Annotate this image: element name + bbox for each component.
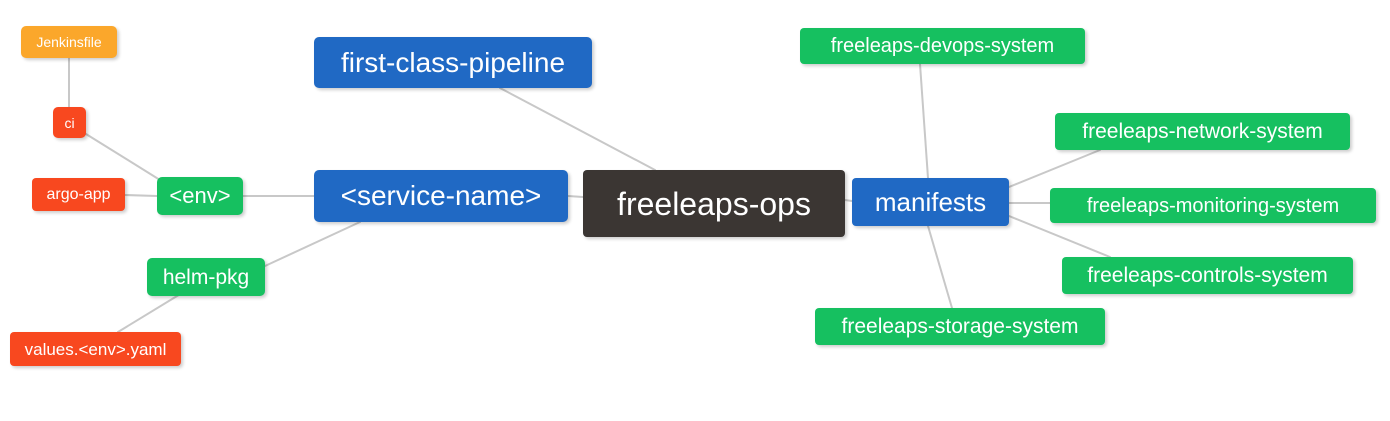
edge-manifests-storage	[927, 225, 953, 309]
edge-ci-env	[85, 133, 161, 181]
edge-argoapp-env	[124, 194, 158, 197]
node-label-manifests: manifests	[874, 187, 987, 217]
node-label-freeleaps-storage-system: freeleaps-storage-system	[841, 315, 1079, 338]
node-label-env: <env>	[169, 183, 231, 208]
node-jenkinsfile[interactable]: Jenkinsfile	[21, 26, 117, 58]
node-manifests[interactable]: manifests	[852, 178, 1009, 226]
node-freeleaps-controls-system[interactable]: freeleaps-controls-system	[1062, 257, 1353, 294]
edge-servicename-ops	[567, 195, 584, 198]
node-label-service-name: <service-name>	[340, 180, 542, 211]
edge-manifests-network	[1008, 149, 1101, 188]
node-argo-app[interactable]: argo-app	[32, 178, 125, 211]
node-label-ci: ci	[64, 114, 75, 131]
node-label-freeleaps-monitoring-system: freeleaps-monitoring-system	[1086, 194, 1340, 217]
node-label-jenkinsfile: Jenkinsfile	[36, 34, 102, 50]
node-label-freeleaps-devops-system: freeleaps-devops-system	[830, 35, 1055, 57]
node-helm-pkg[interactable]: helm-pkg	[147, 258, 265, 296]
node-label-first-class-pipeline: first-class-pipeline	[340, 46, 566, 78]
node-label-freeleaps-ops: freeleaps-ops	[617, 185, 811, 222]
node-label-freeleaps-network-system: freeleaps-network-system	[1082, 120, 1323, 143]
edge-helmpkg-servicename	[264, 221, 361, 267]
node-values-env-yaml[interactable]: values.<env>.yaml	[10, 332, 181, 366]
node-label-helm-pkg: helm-pkg	[162, 265, 250, 289]
node-first-class-pipeline[interactable]: first-class-pipeline	[314, 37, 592, 88]
edge-manifests-devops	[919, 63, 929, 179]
edge-values-helmpkg	[117, 292, 183, 333]
node-freeleaps-storage-system[interactable]: freeleaps-storage-system	[815, 308, 1105, 345]
node-env[interactable]: <env>	[157, 177, 243, 215]
edge-ops-manifests	[844, 199, 853, 202]
node-freeleaps-network-system[interactable]: freeleaps-network-system	[1055, 113, 1350, 150]
node-service-name[interactable]: <service-name>	[314, 170, 568, 222]
node-freeleaps-devops-system[interactable]: freeleaps-devops-system	[800, 28, 1085, 64]
node-label-freeleaps-controls-system: freeleaps-controls-system	[1087, 264, 1328, 287]
node-freeleaps-monitoring-system[interactable]: freeleaps-monitoring-system	[1050, 188, 1376, 223]
edge-pipeline-ops	[499, 87, 656, 171]
node-ci[interactable]: ci	[53, 107, 86, 138]
node-label-argo-app: argo-app	[46, 185, 111, 203]
node-label-values-env-yaml: values.<env>.yaml	[24, 339, 167, 359]
node-freeleaps-ops[interactable]: freeleaps-ops	[583, 170, 845, 237]
